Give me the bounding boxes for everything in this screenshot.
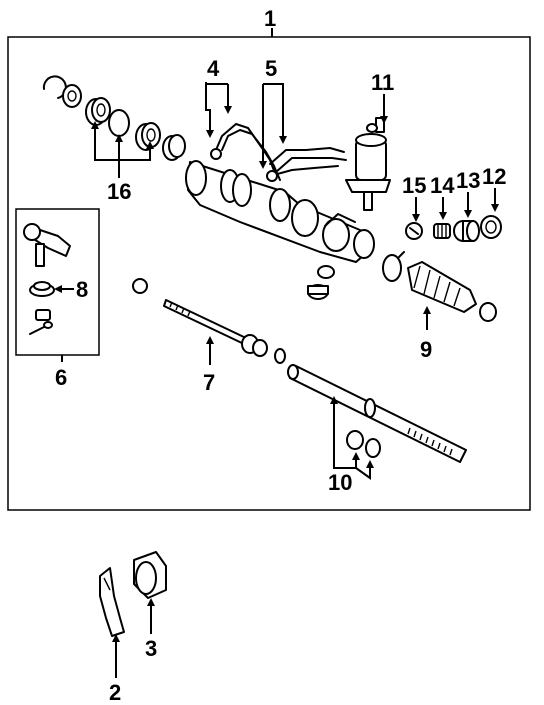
callout-8: 8 — [76, 277, 88, 302]
rack-seal-a — [346, 430, 364, 450]
callout-15: 15 — [402, 173, 426, 198]
callout-4: 4 — [207, 56, 220, 81]
adjusting-screw — [405, 222, 423, 240]
callout-5: 5 — [265, 56, 277, 81]
rack-shaft — [287, 364, 467, 463]
rack-guide — [453, 220, 480, 242]
callout-6: 6 — [55, 365, 67, 390]
callout-13: 13 — [456, 168, 480, 193]
ring-seal — [62, 84, 82, 108]
tie-rod-end-box — [15, 208, 100, 356]
end-bushing — [162, 134, 186, 161]
rack-boot — [407, 261, 477, 313]
spring — [433, 223, 451, 239]
cotter-pin — [29, 321, 53, 335]
callout-11: 11 — [371, 70, 394, 95]
boot-nut — [479, 302, 497, 322]
castle-nut — [35, 309, 51, 321]
callout-12: 12 — [482, 164, 506, 189]
assembly-frame — [7, 36, 531, 511]
callout-3: 3 — [145, 636, 157, 661]
jam-nut — [132, 278, 148, 294]
grommet — [307, 265, 335, 300]
boot-clamp — [382, 251, 405, 282]
callout-2: 2 — [109, 680, 121, 705]
pressure-line-5 — [266, 147, 347, 182]
lock-nut — [480, 215, 502, 239]
tie-rod-end — [23, 223, 71, 267]
o-ring — [108, 109, 130, 137]
rack-housing — [185, 160, 375, 263]
bracket — [99, 567, 125, 637]
callout-7: 7 — [203, 370, 215, 395]
inner-tie-rod — [163, 299, 268, 357]
control-valve — [345, 117, 391, 211]
pressure-line-4 — [210, 123, 281, 181]
oil-seal — [85, 97, 111, 126]
dust-boot — [29, 281, 55, 297]
rack-seal-b — [365, 438, 381, 458]
callout-16: 16 — [107, 179, 131, 204]
claw-washer — [274, 348, 286, 364]
callout-10: 10 — [328, 470, 352, 495]
callout-9: 9 — [420, 337, 432, 362]
callout-14: 14 — [430, 173, 455, 198]
mount-grommet — [133, 551, 167, 599]
callout-1: 1 — [264, 6, 276, 31]
